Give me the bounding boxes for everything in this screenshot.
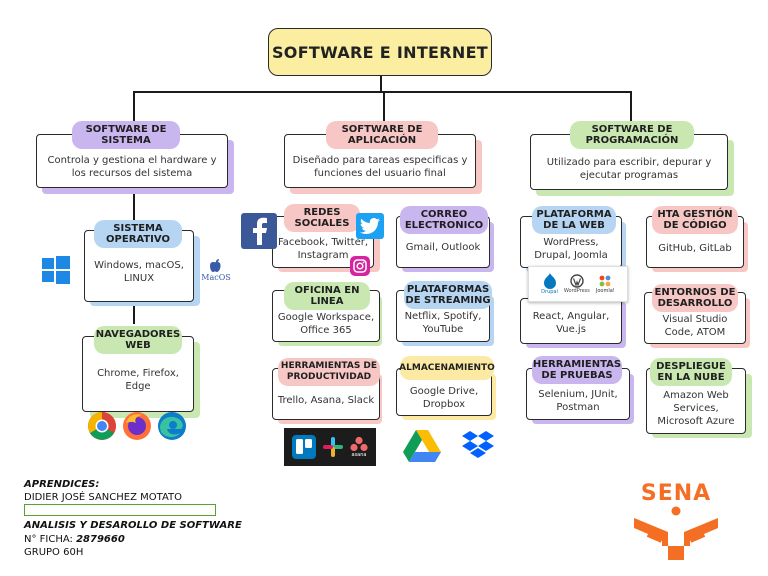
firefox-icon (121, 410, 153, 442)
asana-icon: asana (350, 436, 368, 458)
wordpress-icon: WordPress (564, 274, 590, 294)
aplicacion-desc: Diseñado para tareas especificas y funci… (292, 154, 468, 179)
frameworks-desc-box: React, Angular, Vue.js (520, 298, 622, 344)
almacenamiento-desc: Google Drive, Dropbox (409, 385, 479, 410)
productividad-desc: Trello, Asana, Slack (277, 395, 375, 406)
gestion-title: HTA GESTIÓN DE CÓDIGO (652, 206, 738, 234)
macos-label: MacOS (201, 272, 231, 282)
programacion-title: SOFTWARE DE PROGRAMACIÓN (570, 121, 694, 149)
edge-icon (156, 410, 188, 442)
entornos-title: ENTORNOS DE DESARROLLO (652, 284, 738, 312)
streaming-desc: Netflix, Spotify, YouTube (404, 310, 482, 335)
programacion-desc: Utilizado para escribir, depurar y ejecu… (546, 156, 712, 181)
instagram-icon (350, 256, 370, 276)
nav-title: NAVEGADORES WEB (94, 326, 182, 354)
sistema-connector (133, 188, 135, 228)
web-desc: WordPress, Drupal, Joomla (534, 236, 608, 261)
asana-label: asana (351, 452, 367, 458)
cms-logos: Drupal WordPress Joomla! (528, 266, 628, 302)
name-underline-box (24, 504, 216, 516)
gestion-desc: GitHub, GitLab (658, 243, 732, 254)
joomla-label: Joomla! (595, 288, 615, 294)
branch-sistema (133, 91, 135, 127)
ficha-row: N° FICHA: 2879660 (24, 533, 125, 546)
so-desc: Windows, macOS, LINUX (94, 259, 184, 284)
chrome-icon (86, 410, 118, 442)
diagram-title: SOFTWARE E INTERNET (268, 28, 492, 76)
facebook-icon (241, 213, 277, 249)
so-connector (133, 302, 135, 324)
windows-icon (40, 254, 72, 286)
web-title: PLATAFORMA DE LA WEB (532, 206, 616, 234)
correo-title: CORREO ELECTRONICO (400, 206, 488, 234)
wordpress-label: WordPress (563, 288, 590, 294)
despliegue-title: DESPLIEGUE EN LA NUBE (650, 358, 732, 386)
slack-icon (322, 436, 344, 458)
oficina-title: OFICINA EN LINEA (284, 282, 370, 310)
oficina-desc: Google Workspace, Office 365 (277, 311, 375, 336)
despliegue-desc: Amazon Web Services, Microsoft Azure (657, 390, 735, 427)
pruebas-title: HERRAMIENTAS DE PRUEBAS (532, 356, 622, 384)
top-branch-line (133, 91, 631, 93)
nav-desc: Chrome, Firefox, Edge (97, 367, 179, 392)
grupo: GRUPO 60H (24, 547, 84, 558)
title-connector (380, 76, 382, 92)
pruebas-desc: Selenium, JUnit, Postman (538, 388, 618, 413)
entornos-desc: Visual Studio Code, ATOM (662, 313, 728, 338)
aprendices-label: APRENDICES: (24, 479, 100, 490)
aprendiz-name: DIDIER JOSÉ SANCHEZ MOTATO (24, 492, 182, 503)
google-drive-icon (402, 428, 442, 464)
branch-programacion (630, 91, 632, 127)
aplicacion-title: SOFTWARE DE APLICACIÓN (326, 121, 438, 149)
almacenamiento-title: ALMACENAMIENTO (399, 356, 495, 380)
program-name: ANALISIS Y DESAROLLO DE SOFTWARE (24, 520, 242, 531)
redes-title: REDES SOCIALES (284, 204, 360, 232)
streaming-title: PLATAFORMAS DE STREAMING (404, 281, 492, 309)
so-title: SISTEMA OPERATIVO (94, 220, 182, 248)
sena-logo: SENA (628, 482, 724, 562)
twitter-icon (356, 213, 384, 239)
productivity-logos: asana (284, 428, 376, 466)
correo-desc: Gmail, Outlook (405, 242, 481, 253)
ficha-label: N° FICHA: (24, 534, 73, 545)
branch-aplicacion (383, 91, 385, 127)
sistema-desc: Controla y gestiona el hardware y los re… (47, 154, 217, 179)
trello-icon (292, 435, 316, 459)
drupal-icon: Drupal (541, 273, 558, 295)
frameworks-desc: React, Angular, Vue.js (532, 310, 610, 335)
sena-logo-text: SENA (640, 481, 712, 506)
productividad-title: HERRAMIENTAS DE PRODUCTIVIDAD (278, 358, 380, 386)
joomla-icon: Joomla! (596, 274, 615, 294)
ficha-value: 2879660 (76, 534, 125, 545)
drupal-label: Drupal (541, 289, 558, 295)
dropbox-icon (460, 428, 496, 464)
redes-desc: Facebook, Twitter, Instagram (277, 236, 369, 261)
macos-icon: MacOS (198, 252, 234, 286)
sistema-title: SOFTWARE DE SISTEMA (72, 121, 180, 149)
